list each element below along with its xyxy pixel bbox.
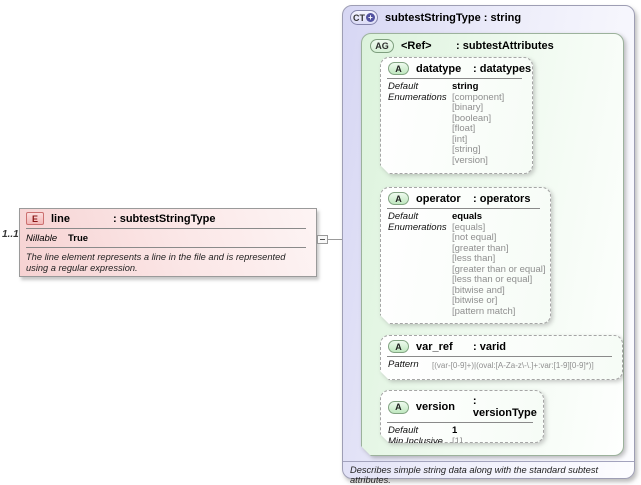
facet-label: Default — [388, 81, 419, 92]
enumeration-value: [not equal] — [452, 232, 497, 243]
enumeration-value: [float] — [452, 123, 476, 134]
pattern-value: [(var-[0-9]+)|(oval:[A-Za-z\-\.]+:var:[1… — [432, 361, 594, 370]
facet-row: Default 1 — [388, 426, 543, 437]
enumeration-value: [greater than] — [452, 242, 509, 254]
attribute-box: A datatype : datatypes Default string En — [380, 57, 533, 174]
attribute-name: operator — [416, 192, 461, 205]
nillable-value: True — [68, 233, 89, 244]
attribute-group-wrap: AG <Ref> : subtestAttributes A datatype … — [361, 33, 624, 456]
facet-list: Default 1 Min Inclusive [1] — [381, 425, 543, 447]
attribute-box-operator: A operator : operators Default equals En — [380, 187, 551, 324]
enumeration-values: [equals] [not equal] [greater than] [les… — [452, 223, 545, 318]
attribute-badge: A — [388, 192, 409, 205]
facet-label: Pattern — [388, 359, 419, 370]
minus-icon — [320, 239, 325, 240]
attribute-name: version — [415, 401, 455, 413]
attribute-header: A datatype : datatypes — [381, 58, 532, 76]
attribute-box: A operator : operators Default equals En — [380, 187, 551, 324]
attribute-type: : versionType — [472, 395, 537, 419]
enumeration-values: [component] [binary] [boolean] [float] [… — [452, 93, 504, 167]
attribute-badge: A — [388, 62, 409, 75]
enumeration-value: [component] — [452, 91, 505, 103]
facet-default-value: equals — [452, 211, 483, 222]
facet-default-value: 1 — [452, 425, 458, 436]
facet-row: Enumerations [component] [binary] [boole… — [388, 93, 532, 167]
facet-row: Default string — [388, 82, 532, 93]
attribute-box: A var_ref : varid Pattern [(var-[0-9]+)|… — [380, 335, 623, 380]
attribute-name: datatype — [416, 62, 462, 75]
complex-type-header: CT + subtestStringType : string — [343, 6, 634, 25]
attribute-header: A var_ref : varid — [381, 336, 622, 354]
attribute-group-badge: AG — [370, 39, 394, 53]
enumeration-value: [int] — [452, 133, 468, 145]
facet-row: Pattern [(var-[0-9]+)|(oval:[A-Za-z\-\.]… — [388, 360, 622, 372]
attribute-box-datatype: A datatype : datatypes Default string En — [380, 57, 533, 174]
facet-label: Min Inclusive — [388, 435, 443, 447]
attribute-box-version: A version : versionType Default 1 Min In — [380, 390, 544, 443]
attribute-header: A operator : operators — [381, 188, 550, 206]
enumeration-value: [bitwise or] — [452, 295, 498, 306]
divider — [26, 247, 306, 248]
enumeration-value: [less than or equal] — [452, 274, 533, 285]
divider — [387, 208, 540, 209]
facet-label: Default — [388, 425, 419, 436]
attribute-group-box: AG <Ref> : subtestAttributes A datatype … — [361, 33, 624, 456]
facet-list: Pattern [(var-[0-9]+)|(oval:[A-Za-z\-\.]… — [381, 359, 622, 372]
attribute-group-name: <Ref> — [401, 40, 432, 52]
complex-type-title: subtestStringType : string — [385, 11, 522, 24]
element-box: E line : subtestStringType Nillable True… — [19, 208, 317, 277]
complex-type-badge: CT + — [350, 10, 378, 25]
facet-list: Default equals Enumerations [equals] [no… — [381, 211, 550, 317]
divider — [343, 461, 634, 462]
element-doc: The line element represents a line in th… — [26, 252, 286, 273]
attribute-group-header: AG <Ref> : subtestAttributes — [362, 34, 623, 53]
element-badge: E — [26, 212, 44, 225]
complex-type-badge-label: CT — [353, 12, 365, 23]
attribute-box: A version : versionType Default 1 Min In — [380, 390, 544, 443]
facet-row: Enumerations [equals] [not equal] [great… — [388, 223, 550, 318]
attribute-name: var_ref — [416, 340, 453, 353]
enumeration-value: [string] — [452, 144, 481, 155]
attribute-group-type: : subtestAttributes — [456, 40, 554, 52]
facet-value: [1] — [452, 437, 463, 448]
divider — [387, 422, 533, 423]
nillable-row: Nillable True — [20, 231, 316, 245]
enumeration-value: [pattern match] — [452, 305, 516, 317]
enumeration-value: [greater than or equal] — [452, 263, 546, 275]
nillable-label: Nillable — [26, 233, 58, 244]
element-header: E line : subtestStringType — [20, 209, 316, 226]
collapse-toggle-icon[interactable] — [317, 235, 328, 244]
facet-row: Default equals — [388, 212, 550, 223]
facet-label: Enumerations — [388, 91, 447, 103]
attribute-badge: A — [388, 401, 409, 414]
facet-list: Default string Enumerations [component] … — [381, 81, 532, 166]
enumeration-value: [version] — [452, 154, 488, 166]
enumeration-value: [binary] — [452, 102, 484, 113]
facet-label: Enumerations — [388, 221, 447, 233]
complex-type-box: CT + subtestStringType : string AG <Ref>… — [342, 5, 635, 485]
element-type: : subtestStringType — [113, 212, 216, 225]
attribute-badge: A — [388, 340, 409, 353]
enumeration-value: [boolean] — [452, 112, 492, 124]
divider — [26, 228, 306, 229]
enumeration-value: [equals] — [452, 221, 486, 233]
divider — [387, 356, 612, 357]
attribute-type: : operators — [473, 192, 531, 205]
facet-value-item: [1] — [452, 435, 463, 447]
cardinality-label: 1..1 — [2, 229, 19, 240]
divider — [387, 78, 522, 79]
facet-row: Min Inclusive [1] — [388, 437, 543, 448]
facet-default-value: string — [452, 81, 479, 92]
enumeration-value: [less than] — [452, 253, 496, 264]
enumeration-value: [bitwise and] — [452, 284, 505, 296]
attribute-box-var-ref: A var_ref : varid Pattern [(var-[0-9]+)|… — [380, 335, 623, 380]
complex-type-doc: Describes simple string data along with … — [350, 465, 599, 485]
attribute-header: A version : versionType — [381, 391, 543, 420]
expand-icon[interactable]: + — [366, 13, 375, 22]
element-name: line — [51, 212, 70, 225]
facet-label: Default — [388, 211, 419, 222]
attribute-type: : datatypes — [473, 62, 532, 75]
attribute-type: : varid — [473, 340, 507, 353]
